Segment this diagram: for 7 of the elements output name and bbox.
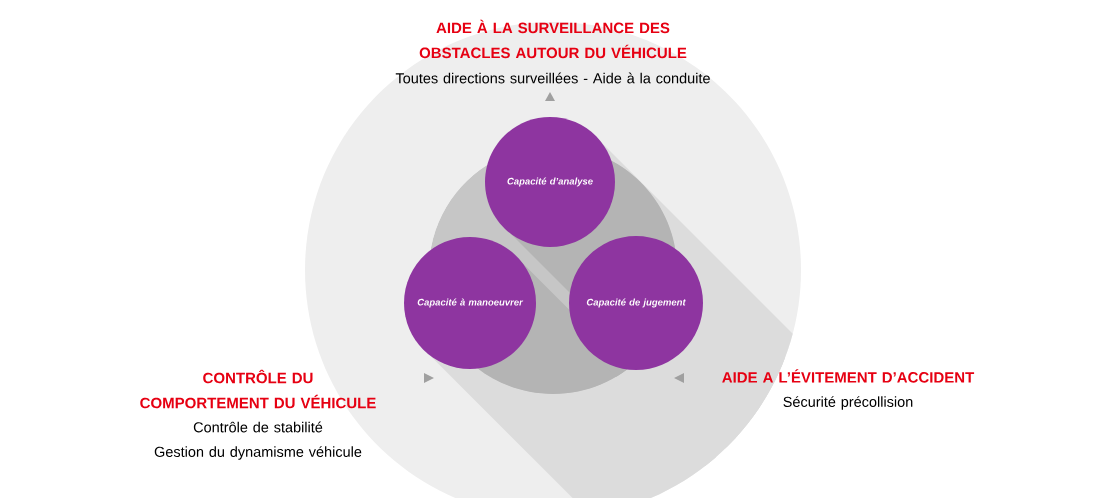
feature-text: Contrôle de stabilité	[193, 421, 323, 433]
feature-text: Sécurité précollision	[783, 396, 913, 410]
section-heading: AIDE A L’ÉVITEMENT D’ACCIDENT	[722, 369, 975, 383]
feature-text: Toutes directions surveillées - Aide à la conduite	[395, 72, 710, 84]
feature-text: Gestion du dynamisme véhicule	[154, 446, 362, 460]
section-heading: AIDE À LA SURVEILLANCE DES OBSTACLES AUTOUR DU VÉHICULE	[419, 19, 687, 59]
section-heading: CONTRÔLE DU COMPORTEMENT DU VÉHICULE	[140, 369, 376, 409]
